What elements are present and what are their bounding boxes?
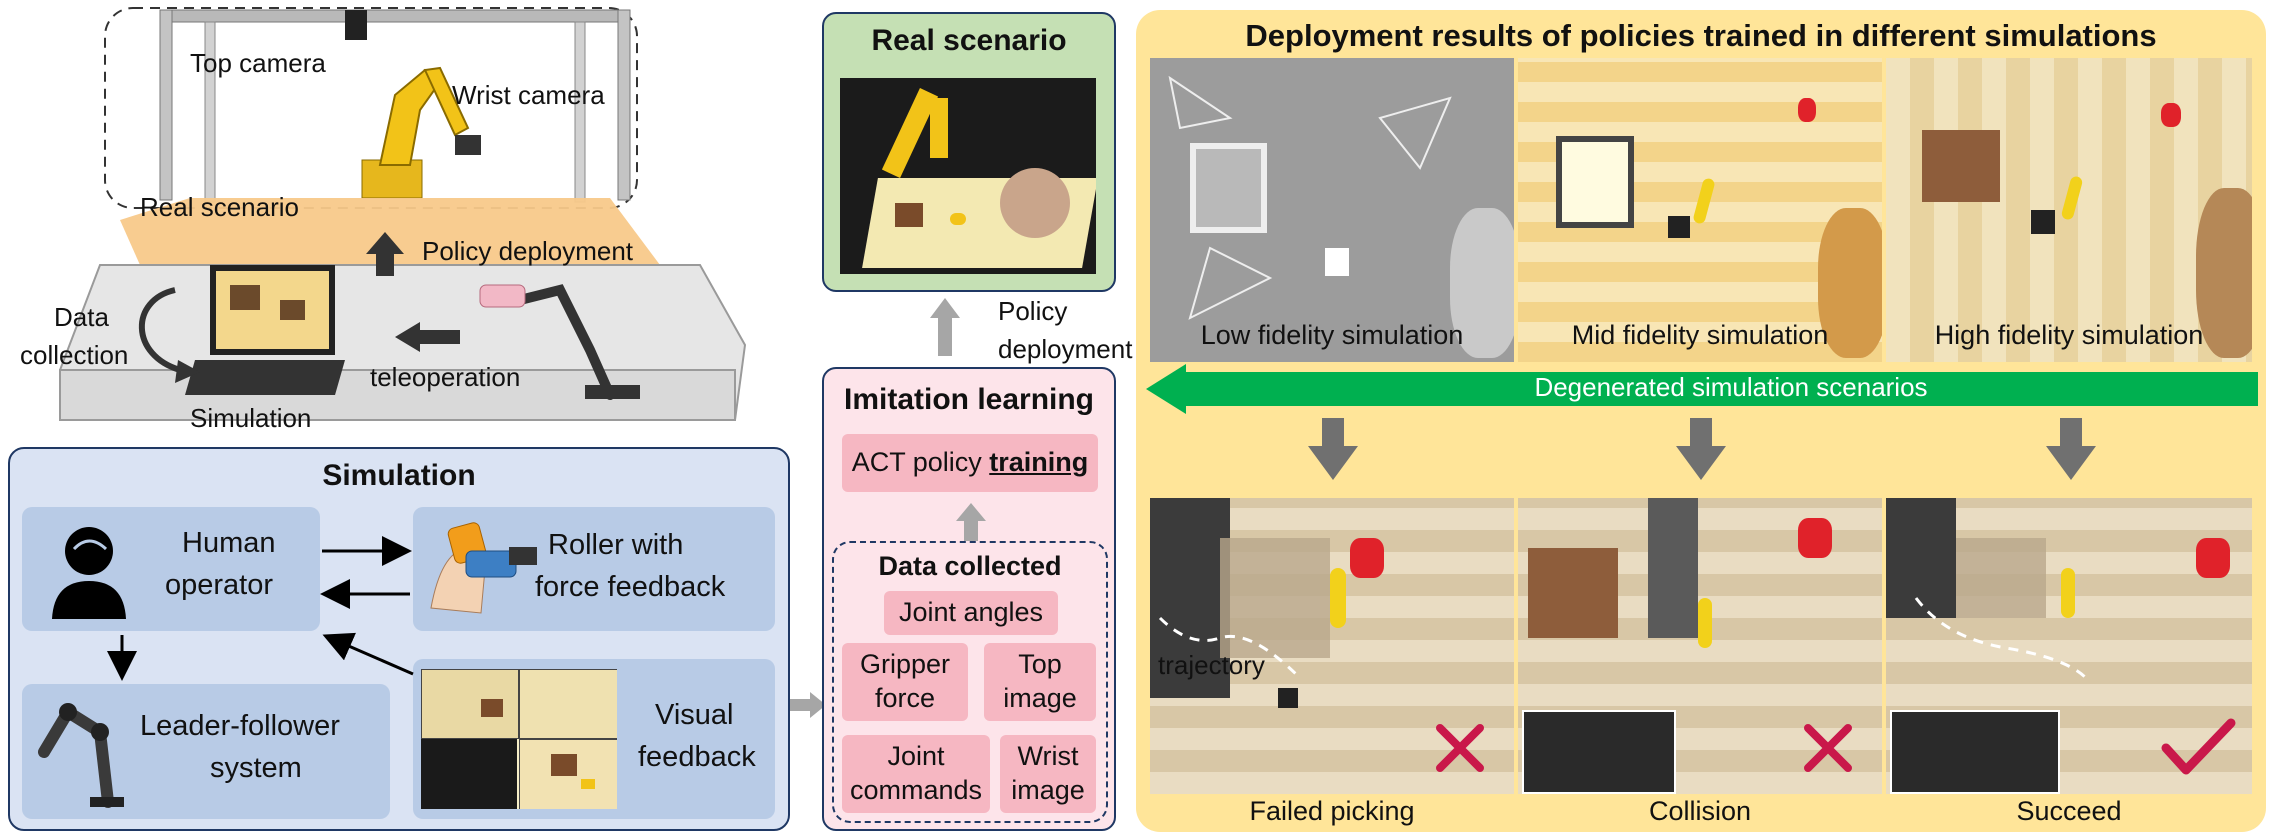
visual-feedback-label-2: feedback <box>638 741 756 773</box>
visual-feedback-box: Visual feedback <box>413 659 775 819</box>
leader-follower-label-1: Leader-follower <box>140 710 340 742</box>
act-policy-training-box: ACT policy training <box>842 434 1098 492</box>
policy-deployment-label: Policy deployment <box>422 236 633 266</box>
data-collected-box: Data collected Joint angles Gripper forc… <box>832 541 1108 823</box>
succeed-image <box>1886 498 2252 794</box>
down-arrow-low <box>1308 418 1358 480</box>
real-scenario-panel: Real scenario <box>822 12 1116 292</box>
leader-follower-icon <box>38 703 124 808</box>
mid-fidelity-caption: Mid fidelity simulation <box>1571 320 1829 350</box>
real-scenario-title: Real scenario <box>871 24 1067 57</box>
degenerated-arrow <box>1146 364 2258 414</box>
joint-commands-tag: Joint commands <box>842 735 990 813</box>
top-camera-label: Top camera <box>190 48 326 78</box>
mid-fidelity-image <box>1518 58 1882 362</box>
setup-illustration: Top camera Wrist camera Real scenario Po… <box>0 0 800 440</box>
teleoperation-label: teleoperation <box>370 362 521 392</box>
real-policy-deployment-1: Policy <box>998 296 1068 326</box>
data-collected-title: Data collected <box>878 551 1062 581</box>
degenerated-label: Degenerated simulation scenarios <box>1534 372 1928 402</box>
visual-feedback-label-1: Visual <box>655 699 734 731</box>
joint-angles-tag: Joint angles <box>884 591 1058 635</box>
data-collection-label-1: Data <box>54 302 109 332</box>
high-fidelity-caption: High fidelity simulation <box>1934 320 2204 350</box>
low-fidelity-image <box>1150 58 1514 362</box>
collision-image <box>1518 498 1882 794</box>
real-scenario-photo <box>840 78 1096 274</box>
sim-to-imitation-arrow <box>790 692 826 718</box>
setup-drawing <box>59 7 747 421</box>
results-panel: Deployment results of policies trained i… <box>1136 10 2266 832</box>
leader-follower-box: Leader-follower system <box>22 684 390 819</box>
wrist-camera-label: Wrist camera <box>452 80 605 110</box>
down-arrow-mid <box>1676 418 1726 480</box>
results-title: Deployment results of policies trained i… <box>1245 18 2157 53</box>
real-scenario-label: Real scenario <box>140 192 299 222</box>
down-arrow-high <box>2046 418 2096 480</box>
human-operator-label-2: operator <box>165 569 274 601</box>
high-fidelity-image <box>1886 58 2252 362</box>
visual-feedback-thumbnail <box>421 669 617 809</box>
real-policy-deployment-2: deployment <box>998 334 1133 364</box>
roller-label-2: force feedback <box>535 571 726 603</box>
roller-hand-icon <box>430 522 537 614</box>
trajectory-label: trajectory <box>1158 650 1265 680</box>
simulation-label: Simulation <box>190 403 312 433</box>
leader-follower-label-2: system <box>210 752 302 784</box>
roller-label-1: Roller with <box>548 529 684 561</box>
act-policy-label: ACT policy <box>851 447 990 478</box>
collision-caption: Collision <box>1648 796 1752 826</box>
imitation-learning-title: Imitation learning <box>843 383 1095 416</box>
failed-picking-caption: Failed picking <box>1249 796 1415 826</box>
human-operator-label-1: Human <box>182 527 276 559</box>
simulation-panel: Simulation Human operator Roller with fo… <box>8 447 790 831</box>
person-icon <box>52 527 126 619</box>
deploy-up-arrow <box>930 298 960 356</box>
wrist-image-tag: Wrist image <box>1000 735 1096 813</box>
training-label: training <box>989 447 1089 478</box>
succeed-caption: Succeed <box>2016 796 2122 826</box>
gripper-force-tag: Gripper force <box>842 643 968 721</box>
simulation-panel-title: Simulation <box>322 459 476 492</box>
roller-box: Roller with force feedback <box>413 507 775 631</box>
top-image-tag: Top image <box>984 643 1096 721</box>
failed-picking-image <box>1150 498 1514 794</box>
low-fidelity-caption: Low fidelity simulation <box>1200 320 1464 350</box>
data-to-training-arrow <box>956 503 986 541</box>
human-operator-box: Human operator <box>22 507 320 631</box>
data-collection-label-2: collection <box>20 340 129 370</box>
imitation-learning-panel: Imitation learning ACT policy training D… <box>822 367 1116 831</box>
